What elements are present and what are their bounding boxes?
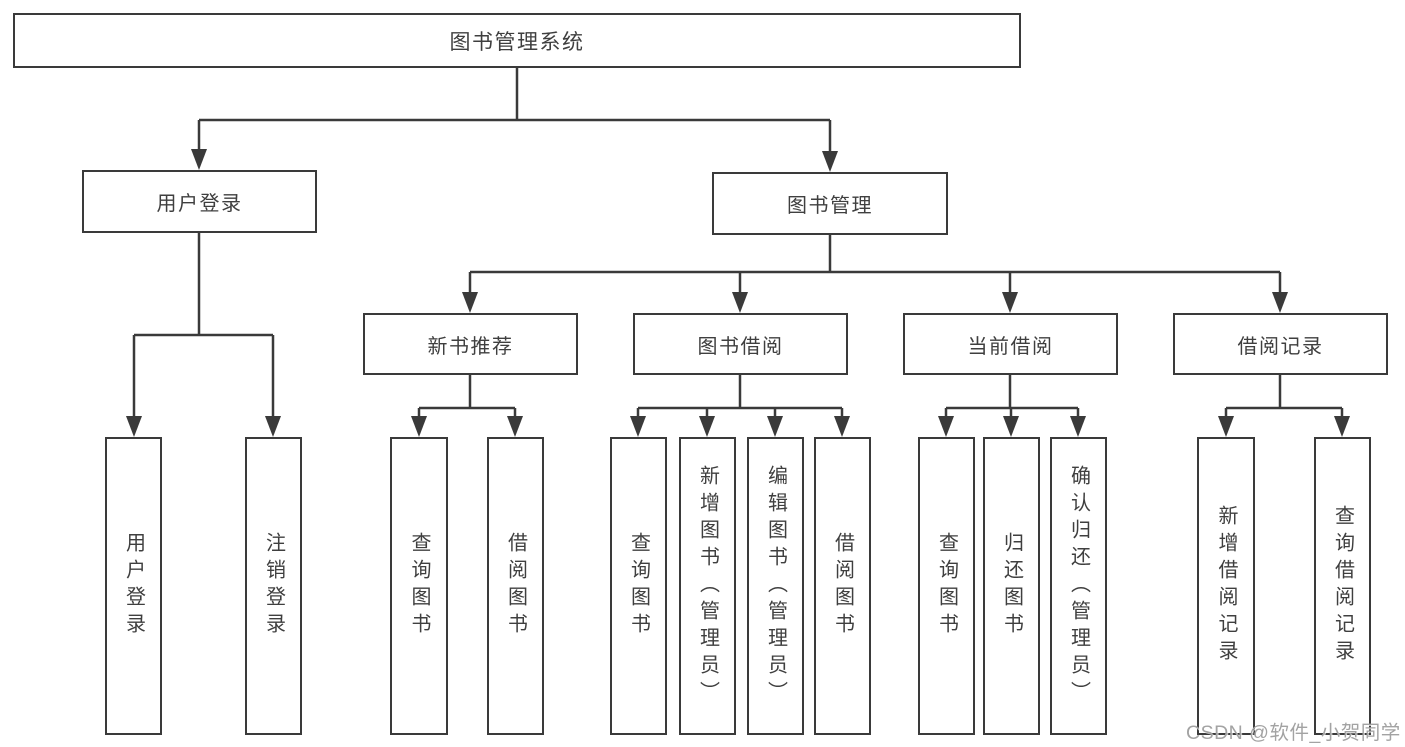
node-library-system: 图书管理系统 — [13, 13, 1021, 68]
leaf-add-borrow-record: 新增借阅记录 — [1197, 437, 1255, 735]
leaf-borrow-books-recommend: 借阅图书 — [487, 437, 544, 735]
connector-current-borrowing-branch — [938, 375, 1086, 437]
leaf-query-books-borrowing: 查询图书 — [610, 437, 667, 735]
csdn-watermark: CSDN @软件_小贺同学 — [1186, 722, 1401, 744]
node-user-login-group: 用户登录 — [82, 170, 317, 233]
connector-book-borrowing-branch — [630, 375, 850, 437]
leaf-logout: 注销登录 — [245, 437, 302, 735]
leaf-add-books-admin: 新增图书（管理员） — [679, 437, 736, 735]
leaf-return-books: 归还图书 — [983, 437, 1040, 735]
leaf-query-borrow-record: 查询借阅记录 — [1314, 437, 1371, 735]
leaf-query-books-current: 查询图书 — [918, 437, 975, 735]
leaf-user-login: 用户登录 — [105, 437, 162, 735]
node-current-borrowing: 当前借阅 — [903, 313, 1118, 375]
node-borrowing-records: 借阅记录 — [1173, 313, 1388, 375]
leaf-query-books-recommend: 查询图书 — [390, 437, 448, 735]
connector-root-branch — [191, 68, 838, 172]
leaf-confirm-return-admin: 确认归还（管理员） — [1050, 437, 1107, 735]
node-new-book-recommend: 新书推荐 — [363, 313, 578, 375]
leaf-borrow-books-borrowing: 借阅图书 — [814, 437, 871, 735]
connector-user-login-branch — [126, 233, 281, 437]
node-book-management: 图书管理 — [712, 172, 948, 235]
leaf-edit-books-admin: 编辑图书（管理员） — [747, 437, 804, 735]
node-book-borrowing: 图书借阅 — [633, 313, 848, 375]
connector-new-book-branch — [411, 375, 523, 437]
connector-book-management-branch — [462, 235, 1288, 313]
connector-borrowing-records-branch — [1218, 375, 1350, 437]
